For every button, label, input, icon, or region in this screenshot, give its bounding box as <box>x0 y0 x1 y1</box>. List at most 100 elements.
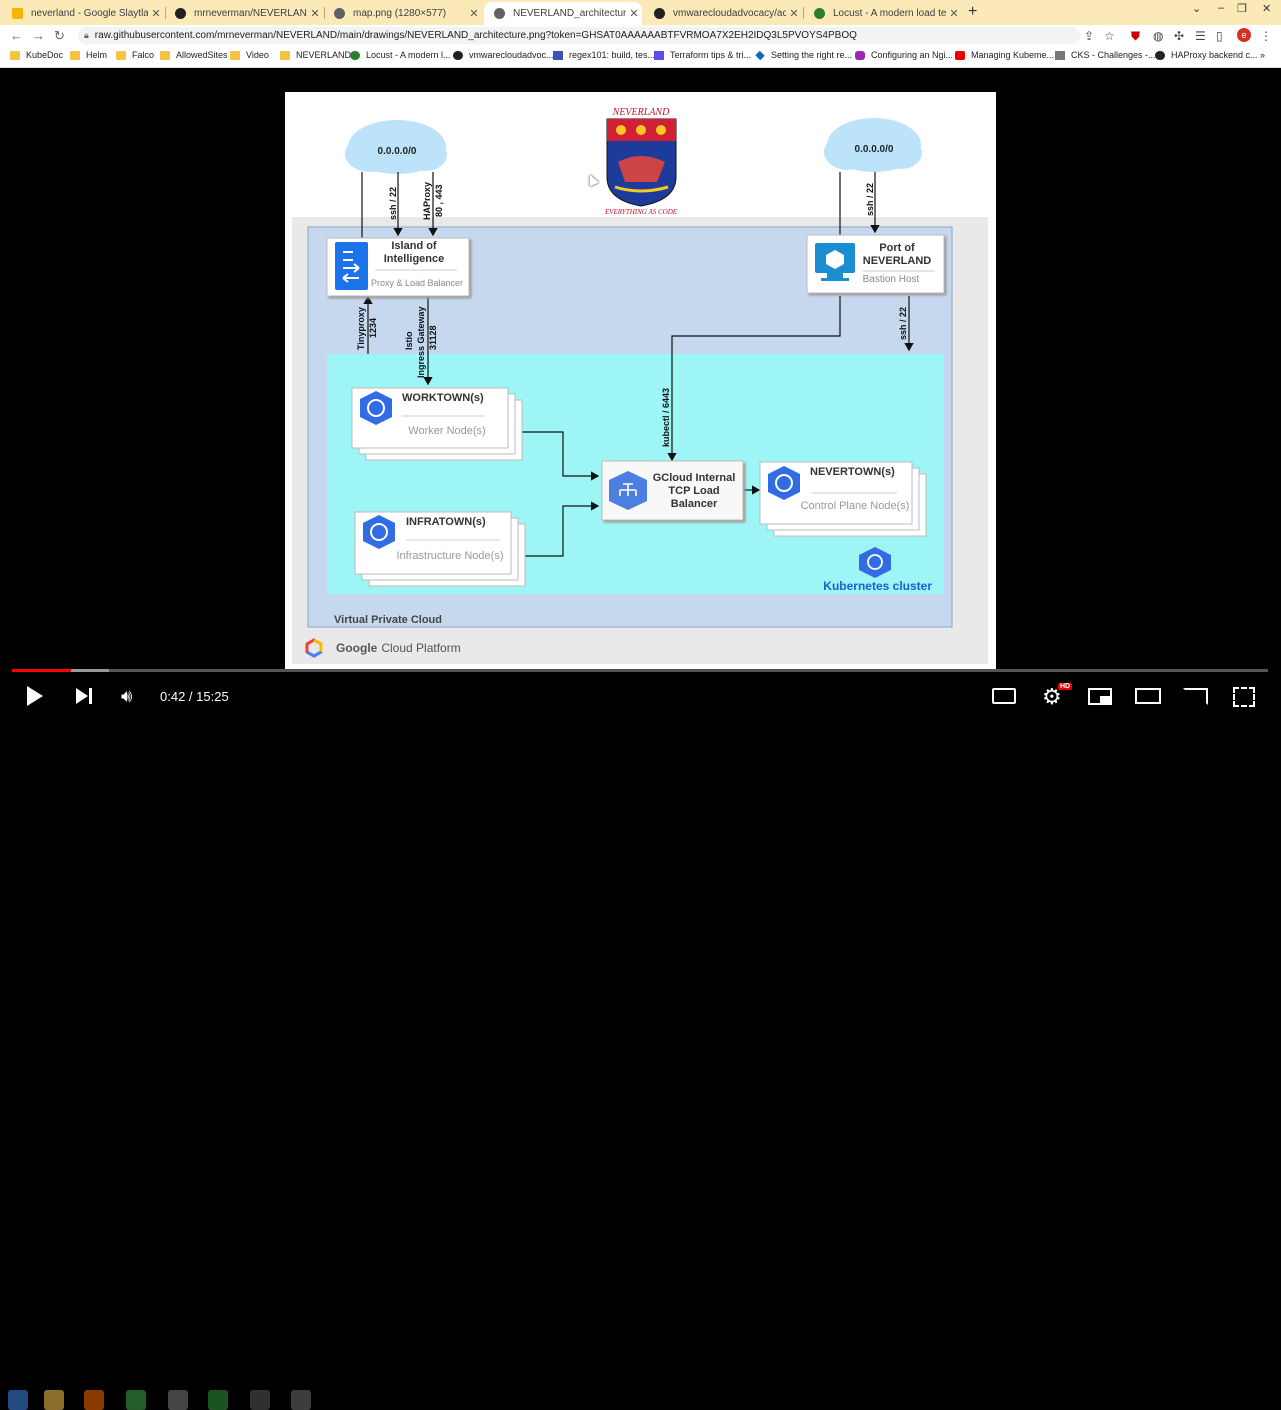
bookmark-falco[interactable]: Falco <box>116 50 154 60</box>
next-button[interactable] <box>76 688 88 704</box>
chrome-icon[interactable] <box>126 1390 146 1410</box>
bookmark-label: AllowedSites <box>176 50 228 60</box>
bookmark-label: Falco <box>132 50 155 60</box>
bookmark-nginx[interactable]: Configuring an Ngi... <box>855 50 953 60</box>
istio-label: Istio <box>404 331 414 350</box>
close-icon[interactable]: ✕ <box>789 8 799 20</box>
bookmark-neverland[interactable]: NEVERLAND <box>280 50 351 60</box>
bookmark-locust[interactable]: Locust - A modern l... <box>350 50 451 60</box>
app-icon[interactable] <box>168 1390 188 1410</box>
tab-title: map.png (1280×577) <box>353 8 447 19</box>
bookmark-allowedsites[interactable]: AllowedSites <box>160 50 228 60</box>
back-icon[interactable]: ← <box>10 28 23 43</box>
app-icon[interactable] <box>250 1390 270 1410</box>
settings-gear-icon[interactable]: ⚙ <box>1042 684 1062 709</box>
bookmark-vmware[interactable]: vmwarecloudadvoc... <box>453 50 554 60</box>
lb-title-2: TCP Load <box>668 485 719 497</box>
bookmark-haproxy[interactable]: HAProxy backend c... <box>1155 50 1258 60</box>
kubectl-label: kubectl / 6443 <box>661 388 671 447</box>
worktown-title: WORKTOWN(s) <box>402 392 484 404</box>
tab-title: mrneverman/NEVERLAND <box>194 8 307 19</box>
volume-icon[interactable]: 🔊︎ <box>121 686 133 706</box>
progress-bar[interactable] <box>12 669 1268 672</box>
play-button[interactable] <box>27 686 43 706</box>
lb-title: GCloud Internal <box>653 472 736 484</box>
app-icon[interactable] <box>291 1390 311 1410</box>
bookmark-regex101[interactable]: regex101: build, tes... <box>553 50 655 60</box>
folder-icon <box>116 50 126 60</box>
profile-avatar[interactable]: e <box>1237 28 1251 42</box>
port-of-neverland-node: Port of NEVERLAND Bastion Host <box>806 234 945 294</box>
reading-list-icon[interactable]: ☰ <box>1195 29 1206 43</box>
fullscreen-button[interactable] <box>1233 687 1255 707</box>
tab-google-slides[interactable]: neverland - Google Slaytlar ✕ <box>2 2 164 25</box>
close-window-button[interactable]: ✕ <box>1262 3 1272 15</box>
subtitles-button[interactable] <box>992 688 1016 704</box>
cast-button[interactable] <box>1183 688 1208 705</box>
bookmark-managing-kubernetes[interactable]: Managing Kubeme... <box>955 50 1054 60</box>
tab-vmware-acme[interactable]: vmwarecloudadvocacy/acme_fit... ✕ <box>644 2 802 25</box>
youtube-icon <box>955 50 965 60</box>
tab-title: vmwarecloudadvocacy/acme_fit... <box>673 8 786 19</box>
tab-title: NEVERLAND_architecture.png (1... <box>513 8 626 19</box>
gcloud-load-balancer-node: GCloud Internal TCP Load Balancer <box>601 460 744 521</box>
time-display: 0:42 / 15:25 <box>160 689 229 704</box>
bookmark-kubedoc[interactable]: KubeDoc <box>10 50 63 60</box>
address-bar[interactable]: 🔒︎ raw.githubusercontent.com/mrneverman/… <box>78 27 1080 44</box>
tab-title: Locust - A modern load testing fr <box>833 8 946 19</box>
windows-start-icon[interactable] <box>8 1390 28 1410</box>
folder-icon <box>280 50 290 60</box>
connectors <box>361 172 914 557</box>
close-icon[interactable]: ✕ <box>151 8 161 20</box>
tab-map-png[interactable]: map.png (1280×577) ✕ <box>324 2 482 25</box>
reload-icon[interactable]: ↻ <box>54 28 65 43</box>
close-icon[interactable]: ✕ <box>949 8 959 20</box>
lb-title-3: Balancer <box>671 498 718 510</box>
folder-icon <box>70 50 80 60</box>
globe-extension-icon[interactable]: ◍ <box>1153 29 1164 43</box>
bookmark-label: Video <box>246 50 269 60</box>
tab-locust[interactable]: Locust - A modern load testing fr ✕ <box>804 2 962 25</box>
more-bookmarks-icon[interactable]: » <box>1260 50 1266 60</box>
toolbar: ← → ↻ 🔒︎ raw.githubusercontent.com/mrnev… <box>0 25 1281 46</box>
locust-icon <box>350 50 360 60</box>
close-icon[interactable]: ✕ <box>469 8 479 20</box>
shield-extension-icon[interactable]: ⛊ <box>1131 29 1141 43</box>
restore-button[interactable]: ❐ <box>1237 3 1247 15</box>
worktown-nodes: WORKTOWN(s) Worker Node(s) <box>351 387 523 461</box>
minimize-button[interactable]: ‒ <box>1218 2 1225 14</box>
new-tab-button[interactable]: + <box>968 3 978 20</box>
gcp-label-google: Google <box>336 641 378 655</box>
bookmark-helm[interactable]: Helm <box>70 50 107 60</box>
island-title-2: Intelligence <box>384 253 445 265</box>
tab-neverland-architecture[interactable]: NEVERLAND_architecture.png (1... ✕ <box>484 2 642 25</box>
theater-mode-button[interactable] <box>1135 688 1161 704</box>
bookmark-video[interactable]: Video <box>230 50 269 60</box>
side-panel-icon[interactable]: ▯ <box>1216 29 1223 43</box>
nevertown-title: NEVERTOWN(s) <box>810 466 895 478</box>
file-explorer-icon[interactable] <box>44 1390 64 1410</box>
star-icon[interactable]: ☆ <box>1104 29 1115 43</box>
bookmark-setting-resources[interactable]: Setting the right re... <box>755 50 852 60</box>
tinyproxy-port-label: 1234 <box>368 318 378 338</box>
cks-icon <box>1055 50 1065 60</box>
close-icon[interactable]: ✕ <box>629 8 639 20</box>
close-icon[interactable]: ✕ <box>310 8 320 20</box>
tinyproxy-label: Tinyproxy <box>356 307 366 350</box>
nevertown-nodes: NEVERTOWN(s) Control Plane Node(s) <box>759 461 927 537</box>
kubernetes-control-plane-icon <box>768 466 800 500</box>
globe-icon <box>334 8 345 19</box>
menu-icon[interactable]: ⋮ <box>1260 29 1272 43</box>
ssh-bastion-label: ssh / 22 <box>898 307 908 340</box>
share-icon[interactable]: ⇪ <box>1084 29 1095 43</box>
crest-title: NEVERLAND <box>612 107 670 118</box>
bookmark-terraform[interactable]: Terraform tips & tri... <box>654 50 751 60</box>
app-icon[interactable] <box>208 1390 228 1410</box>
extensions-icon[interactable]: ✣ <box>1174 29 1185 43</box>
miniplayer-button[interactable] <box>1088 688 1112 705</box>
forward-icon[interactable]: → <box>32 28 45 43</box>
tab-github-neverland[interactable]: mrneverman/NEVERLAND ✕ <box>165 2 323 25</box>
bookmark-cks[interactable]: CKS - Challenges -... <box>1055 50 1156 60</box>
tab-search-icon[interactable]: ⌄ <box>1192 3 1202 15</box>
firefox-icon[interactable] <box>84 1390 104 1410</box>
